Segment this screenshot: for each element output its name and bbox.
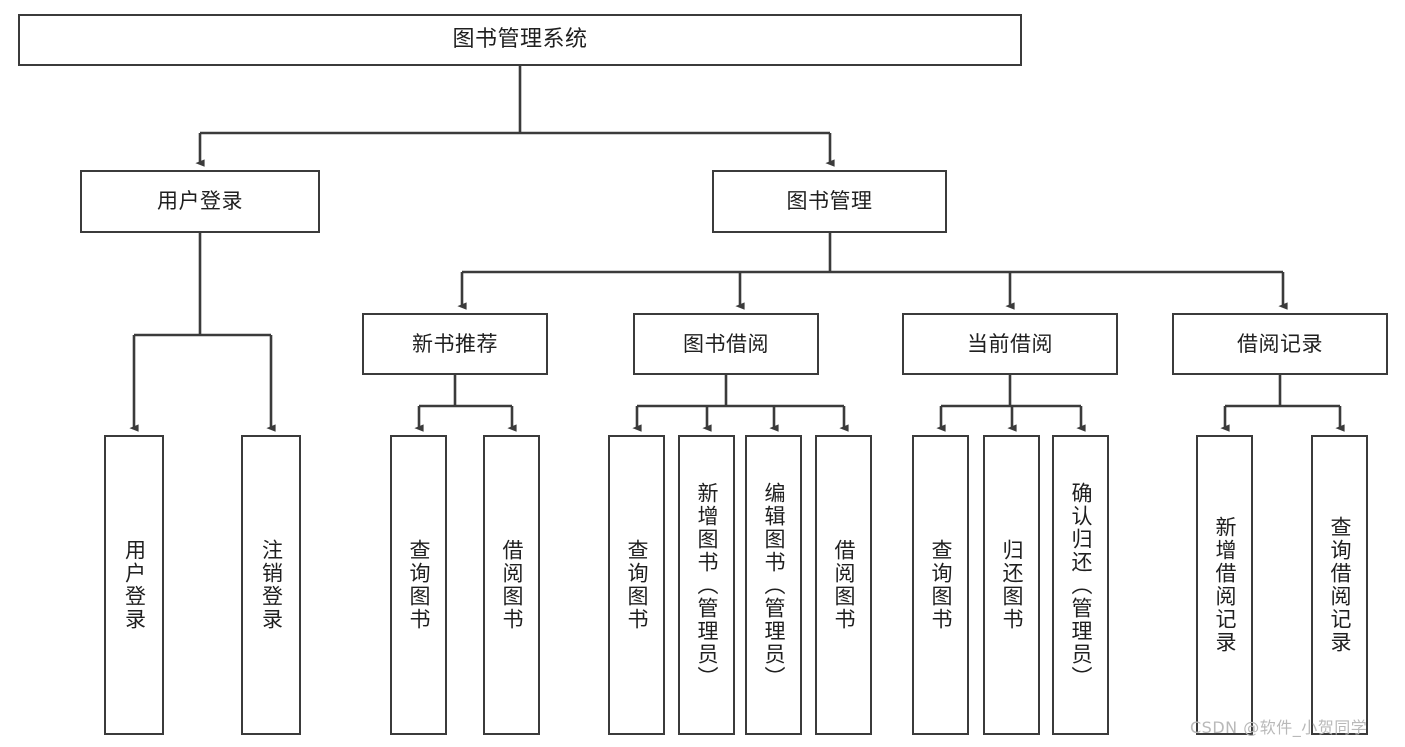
leaf-query-book-recommend: 查询图书 xyxy=(390,435,447,735)
node-new-book-recommend: 新书推荐 xyxy=(362,313,548,375)
leaf-edit-book-label: 编辑图书（管理员） xyxy=(762,481,786,689)
leaf-user-login-label: 用户登录 xyxy=(122,539,147,631)
leaf-logout-login-label: 注销登录 xyxy=(259,539,284,631)
node-new-book-recommend-label: 新书推荐 xyxy=(412,331,498,356)
node-root: 图书管理系统 xyxy=(18,14,1022,66)
node-current-borrow-label: 当前借阅 xyxy=(967,331,1053,356)
leaf-query-book-current: 查询图书 xyxy=(912,435,969,735)
leaf-query-borrow-record-label: 查询借阅记录 xyxy=(1328,516,1352,654)
leaf-user-login: 用户登录 xyxy=(104,435,164,735)
leaf-query-book-recommend-label: 查询图书 xyxy=(407,539,431,631)
node-user-login: 用户登录 xyxy=(80,170,320,233)
leaf-add-book-label: 新增图书（管理员） xyxy=(695,481,719,689)
leaf-query-book-current-label: 查询图书 xyxy=(929,539,953,631)
node-book-borrow-label: 图书借阅 xyxy=(683,331,769,356)
leaf-borrow-book: 借阅图书 xyxy=(815,435,872,735)
leaf-return-book: 归还图书 xyxy=(983,435,1040,735)
leaf-borrow-book-recommend: 借阅图书 xyxy=(483,435,540,735)
leaf-return-book-label: 归还图书 xyxy=(1000,539,1024,631)
leaf-query-book-borrow: 查询图书 xyxy=(608,435,665,735)
node-borrow-record: 借阅记录 xyxy=(1172,313,1388,375)
leaf-edit-book: 编辑图书（管理员） xyxy=(745,435,802,735)
leaf-borrow-book-label: 借阅图书 xyxy=(832,539,856,631)
node-root-label: 图书管理系统 xyxy=(452,27,588,53)
node-user-login-label: 用户登录 xyxy=(157,189,243,214)
leaf-confirm-return-label: 确认归还（管理员） xyxy=(1069,481,1093,689)
leaf-borrow-book-recommend-label: 借阅图书 xyxy=(500,539,524,631)
node-current-borrow: 当前借阅 xyxy=(902,313,1118,375)
leaf-confirm-return: 确认归还（管理员） xyxy=(1052,435,1109,735)
node-book-borrow: 图书借阅 xyxy=(633,313,819,375)
leaf-logout-login: 注销登录 xyxy=(241,435,301,735)
node-book-manage: 图书管理 xyxy=(712,170,947,233)
node-borrow-record-label: 借阅记录 xyxy=(1237,331,1323,356)
node-book-manage-label: 图书管理 xyxy=(786,189,873,214)
leaf-query-borrow-record: 查询借阅记录 xyxy=(1311,435,1368,735)
leaf-add-borrow-record-label: 新增借阅记录 xyxy=(1213,516,1237,654)
leaf-query-book-borrow-label: 查询图书 xyxy=(625,539,649,631)
leaf-add-book: 新增图书（管理员） xyxy=(678,435,735,735)
leaf-add-borrow-record: 新增借阅记录 xyxy=(1196,435,1253,735)
csdn-watermark: CSDN @软件_小贺同学 xyxy=(1190,718,1368,737)
